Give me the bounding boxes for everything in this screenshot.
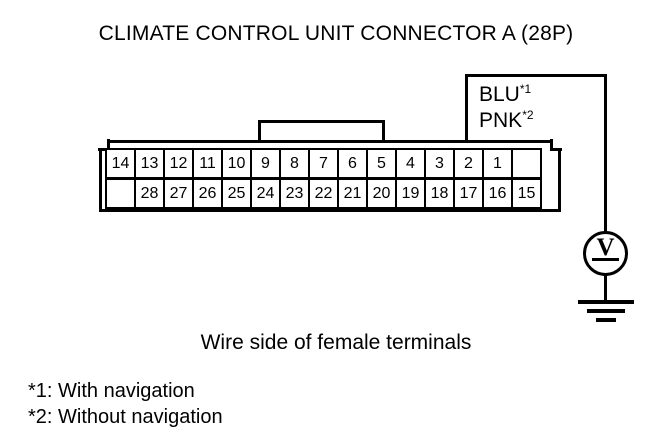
connector-pin-22: 22	[308, 178, 339, 209]
ground-bar-3	[596, 318, 616, 322]
wire-box-top-edge	[465, 74, 607, 77]
voltmeter-symbol: V	[583, 231, 628, 276]
connector-pin-9: 9	[250, 148, 281, 179]
connector-pin-18: 18	[424, 178, 455, 209]
connector-pin-12: 12	[163, 148, 194, 179]
wire-box-left-edge	[465, 74, 468, 149]
connector-pin-24: 24	[250, 178, 281, 209]
wire-color-primary: BLU*1	[479, 82, 534, 108]
connector-pin-17: 17	[453, 178, 484, 209]
voltmeter-letter: V	[596, 234, 615, 261]
ground-lead-wire	[604, 275, 607, 302]
connector-pin-13: 13	[134, 148, 165, 179]
wire-color-secondary-note: *2	[522, 108, 534, 122]
footnote-1: *1: With navigation	[28, 380, 195, 402]
connector-pin-1: 1	[482, 148, 513, 179]
wire-color-secondary: PNK*2	[479, 108, 534, 134]
wire-label-box: BLU*1 PNK*2	[465, 74, 607, 149]
connector-pin-19: 19	[395, 178, 426, 209]
connector-pin-8: 8	[279, 148, 310, 179]
connector-pin-25: 25	[221, 178, 252, 209]
connector-pin-6: 6	[337, 148, 368, 179]
connector-pin-blank-top	[511, 148, 542, 179]
connector-pin-2: 2	[453, 148, 484, 179]
connector-pin-15: 15	[511, 178, 542, 209]
connector-pin-27: 27	[163, 178, 194, 209]
connector-pin-20: 20	[366, 178, 397, 209]
ground-bar-1	[578, 300, 634, 304]
locking-tab-post-left	[258, 120, 261, 142]
connector-pin-11: 11	[192, 148, 223, 179]
connector-pin-3: 3	[424, 148, 455, 179]
wire-color-primary-note: *1	[519, 82, 532, 96]
locking-tab-bar	[258, 120, 385, 123]
connector-pin-5: 5	[366, 148, 397, 179]
voltmeter-circle	[583, 231, 628, 276]
connector-pin-21: 21	[337, 178, 368, 209]
wire-color-primary-text: BLU	[479, 83, 520, 106]
ground-bar-2	[587, 309, 625, 313]
connector-pin-7: 7	[308, 148, 339, 179]
connector-pin-blank-bottom	[105, 178, 136, 209]
connector-pin-23: 23	[279, 178, 310, 209]
connector-pin-16: 16	[482, 178, 513, 209]
footnote-2: *2: Without navigation	[28, 406, 223, 428]
page-title: CLIMATE CONTROL UNIT CONNECTOR A (28P)	[98, 22, 574, 45]
connector-pin-10: 10	[221, 148, 252, 179]
connector-pin-14: 14	[105, 148, 136, 179]
voltmeter-underline	[592, 258, 619, 261]
ground-symbol	[572, 300, 640, 326]
meter-lead-wire	[604, 74, 607, 232]
diagram-caption: Wire side of female terminals	[200, 331, 472, 354]
connector-pin-28: 28	[134, 178, 165, 209]
connector-pin-26: 26	[192, 178, 223, 209]
wire-color-labels: BLU*1 PNK*2	[479, 82, 534, 134]
connector-pin-4: 4	[395, 148, 426, 179]
connector-notch-right	[550, 139, 562, 151]
connector-locking-tab	[258, 120, 385, 142]
wire-color-secondary-text: PNK	[479, 109, 523, 132]
footnotes: *1: With navigation *2: Without navigati…	[28, 378, 223, 430]
locking-tab-post-right	[382, 120, 385, 142]
